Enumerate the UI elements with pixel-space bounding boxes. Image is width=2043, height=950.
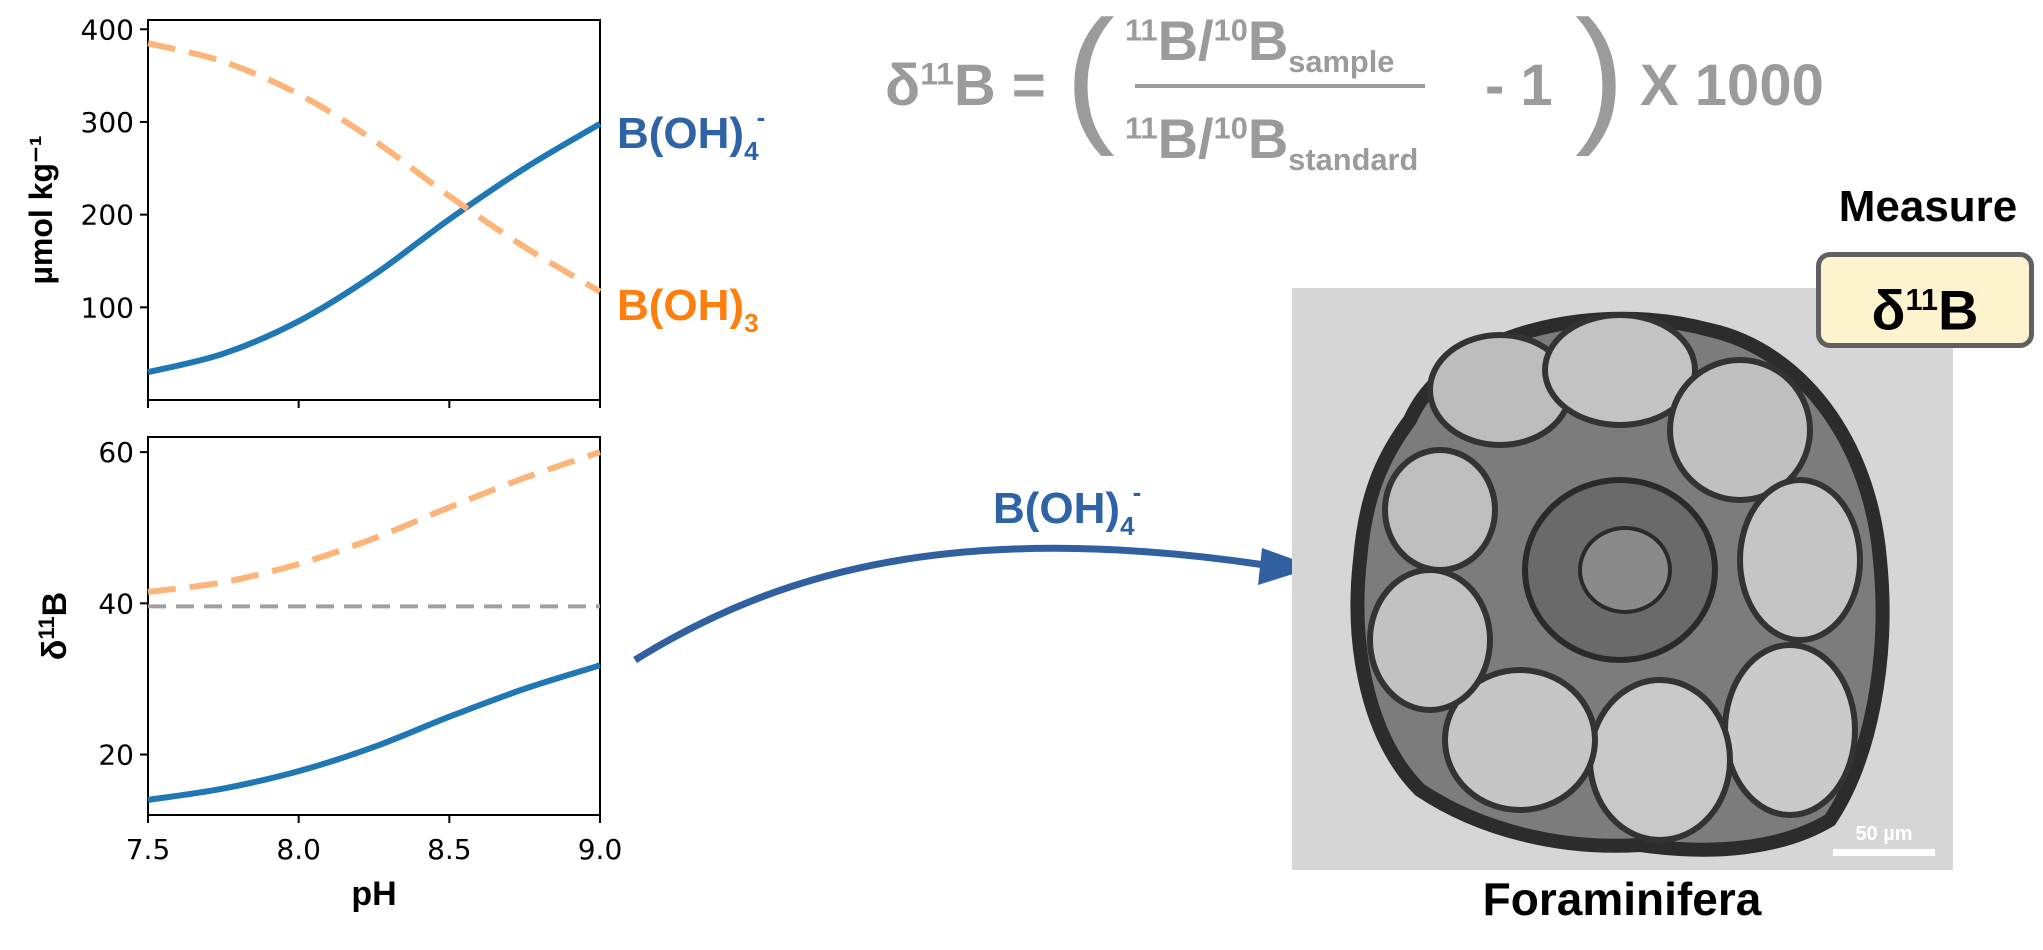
- chamber: [1442, 667, 1598, 813]
- foraminifera-test: [1350, 311, 1890, 857]
- num-b1: B/: [1157, 9, 1214, 72]
- bottom-y-ticks: 20 40 60: [98, 436, 148, 772]
- bottom-y-axis-label: δ11B: [34, 592, 74, 660]
- scale-bar-label: 50 µm: [1855, 823, 1912, 845]
- isotope-superscript: 11: [34, 616, 59, 639]
- y-tick-label: 40: [98, 587, 134, 620]
- x-tick-label: 7.5: [126, 833, 171, 866]
- boric-label-sub: 3: [744, 308, 758, 338]
- y-tick-label: 20: [98, 739, 134, 772]
- den-b1: B/: [1157, 107, 1214, 170]
- top-y-axis-label: µmol kg⁻¹: [23, 135, 59, 284]
- measure-delta: δ: [1871, 278, 1906, 342]
- num-sup2: 10: [1213, 12, 1248, 48]
- boron-symbol: B: [36, 592, 74, 617]
- series-line: [147, 121, 602, 376]
- borate-label-sub: 4: [744, 136, 759, 166]
- num-sub: sample: [1288, 44, 1395, 80]
- formula-close-paren: ): [1575, 0, 1625, 157]
- num-b2: B: [1247, 9, 1289, 72]
- series-line: [147, 662, 601, 803]
- boric-acid-series-label: B(OH)3: [617, 281, 759, 338]
- series-line: [147, 449, 601, 595]
- top-y-ticks: 100 200 300 400: [81, 13, 148, 324]
- y-tick-label: 300: [81, 106, 134, 139]
- arrow-label-text: B(OH): [993, 484, 1120, 533]
- chamber: [1722, 642, 1858, 818]
- chamber: [1367, 567, 1493, 713]
- num-sup1: 11: [1125, 12, 1158, 48]
- borate-label-text: B(OH): [617, 109, 744, 158]
- series-line: [147, 40, 602, 295]
- chamber: [1737, 477, 1863, 643]
- arrow-head: [1258, 548, 1315, 585]
- test-center-inner: [1578, 526, 1672, 614]
- uptake-arrow: [633, 544, 1315, 663]
- delta-symbol: δ: [36, 640, 74, 661]
- formula-minus-one: - 1: [1485, 53, 1553, 118]
- formula-denominator: 11B/10Bstandard: [1125, 106, 1418, 178]
- y-tick-label: 400: [81, 13, 134, 46]
- formula-open-paren: (: [1065, 0, 1115, 157]
- y-tick-label: 100: [81, 291, 134, 324]
- formula-lhs: δ11B =: [885, 52, 1046, 119]
- arrow-label: B(OH)4 -: [993, 477, 1141, 541]
- arrow-curve: [633, 544, 1266, 663]
- measure-sup: 11: [1905, 282, 1939, 317]
- arrow-label-sup: -: [1133, 477, 1142, 507]
- boric-label-text: B(OH): [617, 281, 744, 330]
- top-plot-frame: [147, 19, 601, 401]
- chamber: [1667, 357, 1813, 503]
- den-sup2: 10: [1213, 110, 1248, 146]
- formula-lhs-sup: 11: [920, 55, 954, 92]
- measure-box: δ11B: [1816, 252, 2034, 348]
- formula-delta: δ: [885, 53, 921, 118]
- arrow-label-sub: 4: [1120, 511, 1135, 541]
- formula-numerator: 11B/10Bsample: [1125, 8, 1394, 80]
- formula-times-1000: X 1000: [1640, 53, 1824, 118]
- den-b2: B: [1247, 107, 1289, 170]
- bottom-series-lines: [147, 449, 601, 803]
- delta-formula: δ11B = ( 11B/10Bsample 11B/10Bstandard -…: [885, 0, 1885, 188]
- bottom-x-ticks: 7.5 8.0 8.5 9.0: [126, 815, 623, 866]
- formula-lhs-b: B =: [953, 53, 1046, 118]
- den-sub: standard: [1288, 142, 1419, 178]
- x-tick-label: 8.0: [276, 833, 321, 866]
- fraction-bar: [1135, 84, 1425, 88]
- scale-bar: [1833, 849, 1935, 856]
- measure-b: B: [1938, 278, 1979, 342]
- measure-title: Measure: [1838, 182, 2018, 231]
- borate-label-sup: -: [757, 102, 766, 132]
- top-series-lines: [147, 40, 602, 376]
- borate-series-label: B(OH)4 -: [617, 102, 765, 166]
- y-tick-label: 200: [81, 199, 134, 232]
- x-tick-label: 9.0: [578, 833, 623, 866]
- y-tick-label: 60: [98, 436, 134, 469]
- foraminifera-label: Foraminifera: [1482, 873, 1762, 925]
- chamber: [1542, 312, 1698, 428]
- x-tick-label: 8.5: [427, 833, 472, 866]
- bottom-plot-frame: [147, 436, 601, 816]
- top-chart-panel: 100 200 300 400 µmol kg⁻¹: [23, 13, 602, 408]
- chamber: [1382, 447, 1498, 573]
- foraminifera-micrograph: 50 µm: [1292, 288, 1953, 870]
- den-sup1: 11: [1125, 110, 1158, 146]
- top-x-ticks: [147, 400, 601, 408]
- chamber: [1587, 677, 1733, 843]
- x-axis-label: pH: [351, 875, 396, 913]
- bottom-chart-panel: 20 40 60 7.5 8.0 8.5 9.0 δ11B pH: [34, 436, 622, 913]
